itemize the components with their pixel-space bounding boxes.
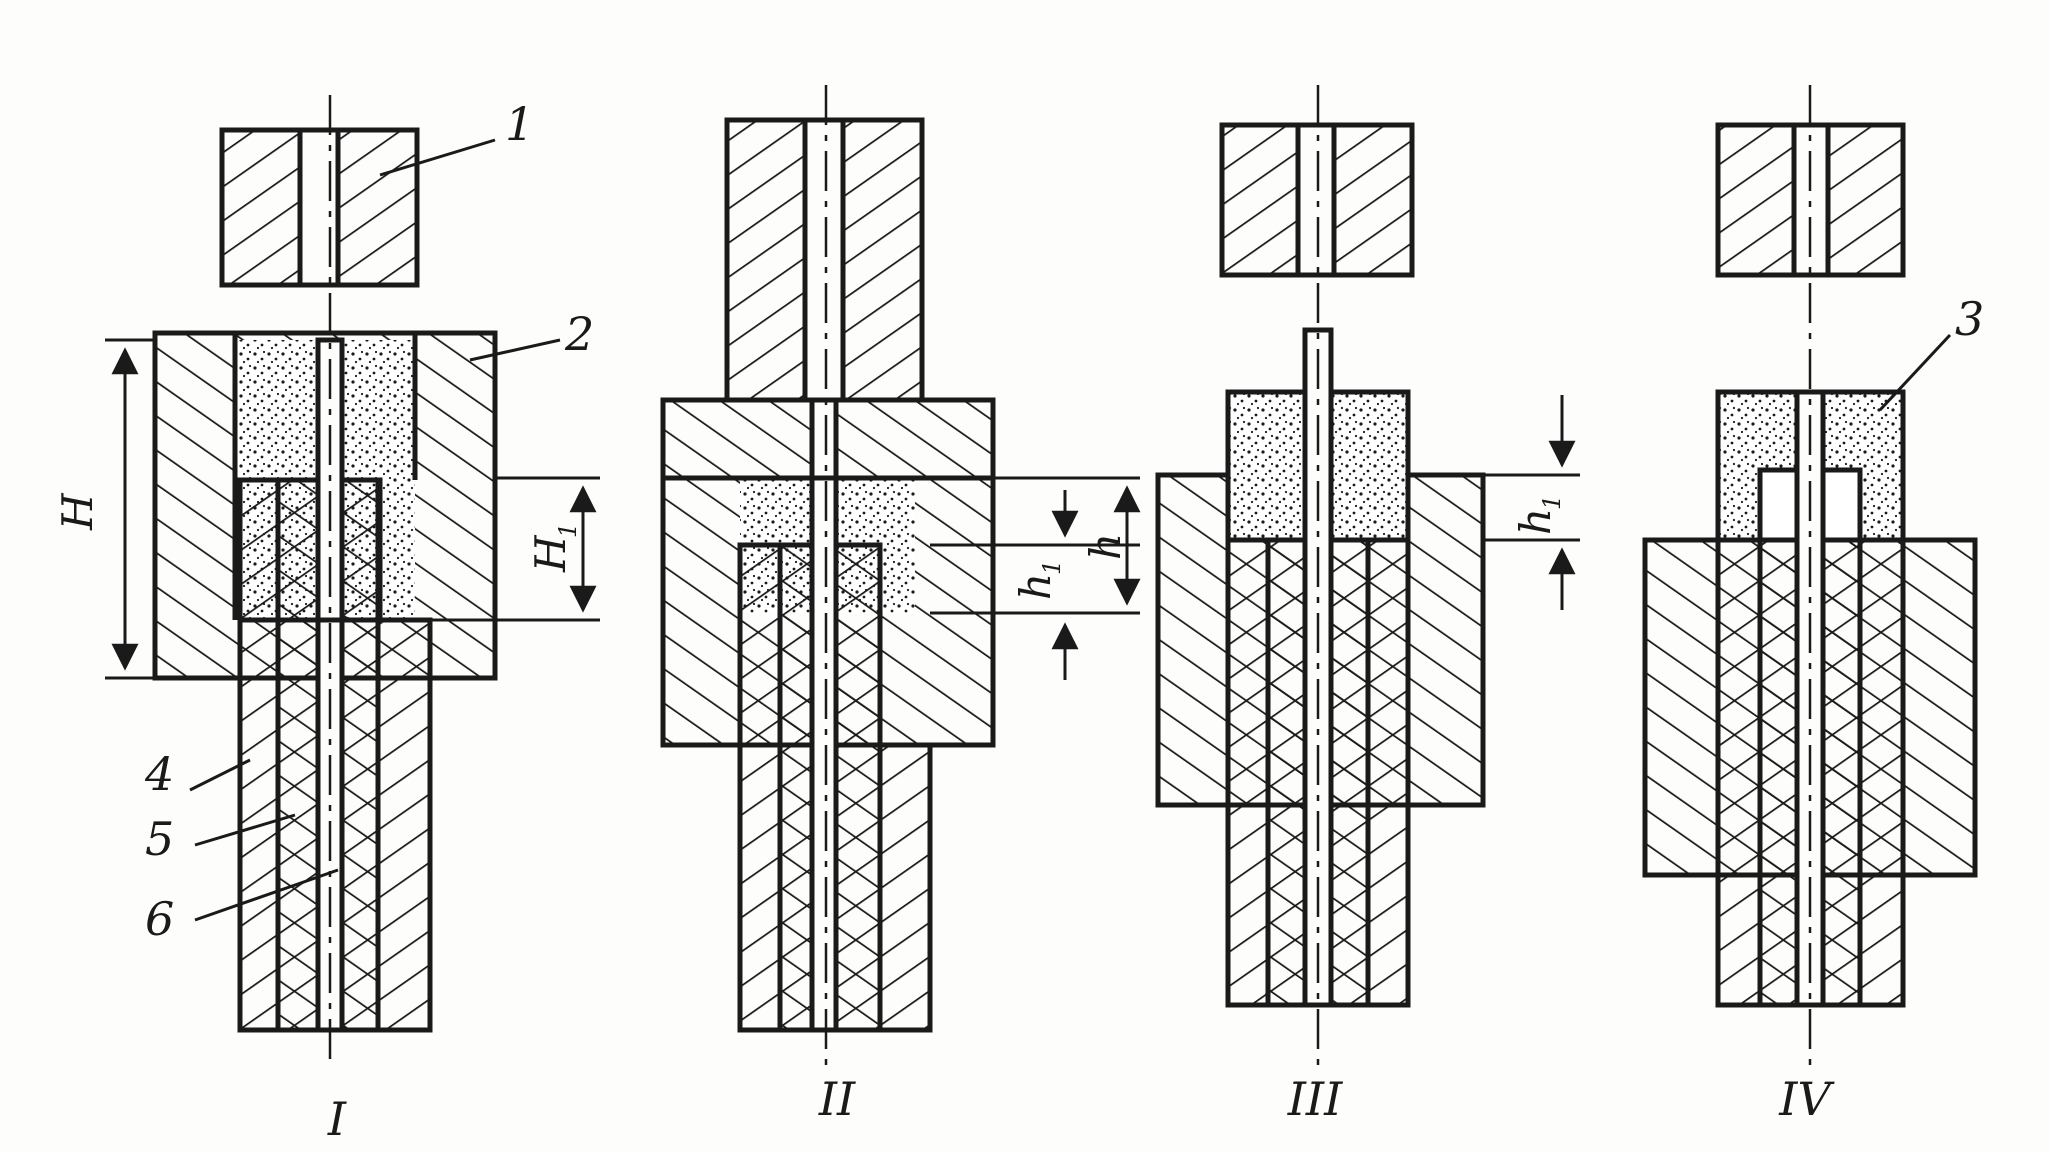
label-part-6: 6 bbox=[145, 892, 174, 946]
dim-label-H1: H bbox=[526, 534, 575, 573]
label-part-5: 5 bbox=[145, 812, 174, 866]
dim-label-h: h bbox=[1081, 533, 1130, 560]
label-part-2: 2 bbox=[564, 307, 594, 361]
stage-ii-assembly bbox=[660, 117, 996, 1033]
label-part-1: 1 bbox=[505, 97, 534, 151]
stage-i-assembly bbox=[152, 127, 498, 1033]
stage-label-i: I bbox=[327, 1092, 347, 1146]
dim-sub-h1-iii: 1 bbox=[1538, 495, 1566, 510]
dim-sub-H1: 1 bbox=[554, 523, 582, 538]
label-part-4: 4 bbox=[144, 747, 174, 801]
label-part-3: 3 bbox=[1955, 292, 1984, 346]
stage-iii-assembly bbox=[1155, 122, 1486, 1008]
dimension-lines bbox=[105, 338, 1580, 680]
dim-label-h1-ii: h bbox=[1011, 573, 1060, 600]
dim-sub-h1-ii: 1 bbox=[1038, 560, 1066, 575]
stage-label-iii: III bbox=[1287, 1072, 1343, 1126]
dim-label-H: H bbox=[53, 492, 102, 531]
center-axes bbox=[328, 85, 1812, 1065]
leader-lines bbox=[189, 138, 1952, 922]
dim-label-h1-iii: h bbox=[1511, 508, 1560, 535]
stage-label-iv: IV bbox=[1778, 1072, 1835, 1126]
stage-label-ii: II bbox=[818, 1072, 856, 1126]
